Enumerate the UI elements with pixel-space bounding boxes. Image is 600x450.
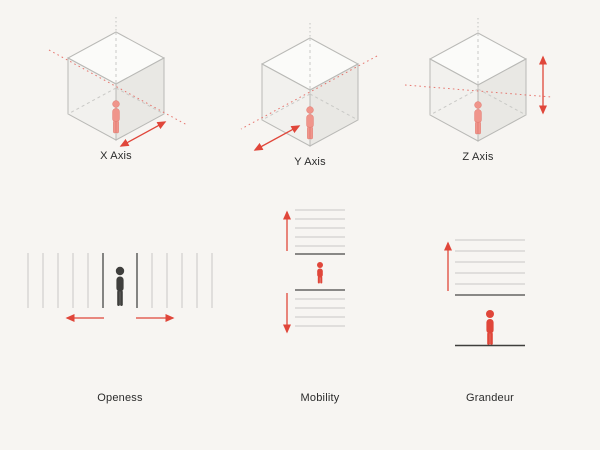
x-axis-double-arrow-icon [119, 121, 167, 147]
mobility-label: Mobility [300, 392, 340, 404]
openness-label: Openess [97, 392, 143, 404]
y-axis-double-arrow-icon [253, 125, 301, 151]
person-figure-icon [112, 100, 120, 134]
person-figure-icon [317, 262, 323, 284]
z-axis-label: Z Axis [462, 151, 494, 163]
mobility-diagram-icon [283, 209, 345, 334]
isometric-cube-z-axis-icon [404, 18, 552, 142]
cube-faces [428, 32, 528, 142]
horizontal-lines-group [455, 239, 525, 296]
horizontal-lines-bottom-group [295, 289, 345, 327]
openness-diagram-icon [27, 253, 213, 322]
panel-openness: Openess [20, 240, 220, 404]
cube-faces [66, 31, 166, 141]
vertical-lines-right-group [136, 253, 213, 308]
panel-y-axis: Y Axis [235, 20, 385, 168]
isometric-cube-y-axis-icon [240, 23, 378, 151]
y-axis-label: Y Axis [294, 156, 326, 168]
panel-z-axis: Z Axis [403, 15, 553, 163]
grandeur-diagram-icon [444, 239, 525, 347]
person-figure-icon [306, 106, 314, 140]
panel-mobility: Mobility [230, 205, 410, 404]
isometric-cube-x-axis-icon [48, 17, 188, 147]
person-figure-icon [486, 310, 494, 345]
horizontal-lines-top-group [295, 209, 345, 255]
person-figure-icon [474, 101, 482, 135]
x-axis-dotted-line [48, 49, 188, 126]
person-figure-icon [115, 266, 125, 306]
panel-x-axis: X Axis [41, 14, 191, 162]
x-axis-label: X Axis [100, 150, 132, 162]
panel-grandeur: Grandeur [405, 232, 575, 404]
y-axis-dotted-line [240, 55, 378, 130]
z-axis-dotted-line [404, 84, 552, 98]
grandeur-label: Grandeur [465, 392, 515, 404]
vertical-lines-left-group [27, 253, 104, 308]
